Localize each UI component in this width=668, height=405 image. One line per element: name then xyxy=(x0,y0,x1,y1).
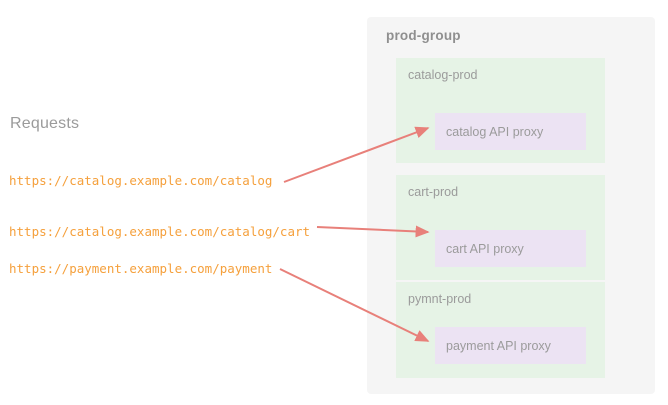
requests-panel: Requests https://catalog.example.com/cat… xyxy=(9,115,311,276)
prod-group-title: prod-group xyxy=(386,28,461,43)
proxy-box-cart: cart API proxy xyxy=(435,230,586,267)
environment-box-pymnt-prod: pymnt-prod payment API proxy xyxy=(396,282,605,378)
environment-label-cart-prod: cart-prod xyxy=(408,185,459,199)
environment-label-catalog-prod: catalog-prod xyxy=(408,68,478,82)
proxy-box-catalog: catalog API proxy xyxy=(435,113,586,150)
environment-box-cart-prod: cart-prod cart API proxy xyxy=(396,175,605,280)
request-url-catalog-cart: https://catalog.example.com/catalog/cart xyxy=(9,224,311,239)
proxy-label-payment: payment API proxy xyxy=(446,338,551,353)
requests-heading: Requests xyxy=(10,115,80,132)
request-url-payment: https://payment.example.com/payment xyxy=(9,261,273,276)
proxy-label-catalog: catalog API proxy xyxy=(446,124,544,139)
prod-group-container: prod-group catalog-prod catalog API prox… xyxy=(367,17,655,394)
environment-box-catalog-prod: catalog-prod catalog API proxy xyxy=(396,58,605,163)
request-url-catalog: https://catalog.example.com/catalog xyxy=(9,173,273,188)
environment-label-pymnt-prod: pymnt-prod xyxy=(408,292,472,306)
proxy-label-cart: cart API proxy xyxy=(446,241,524,256)
proxy-box-payment: payment API proxy xyxy=(435,327,586,364)
